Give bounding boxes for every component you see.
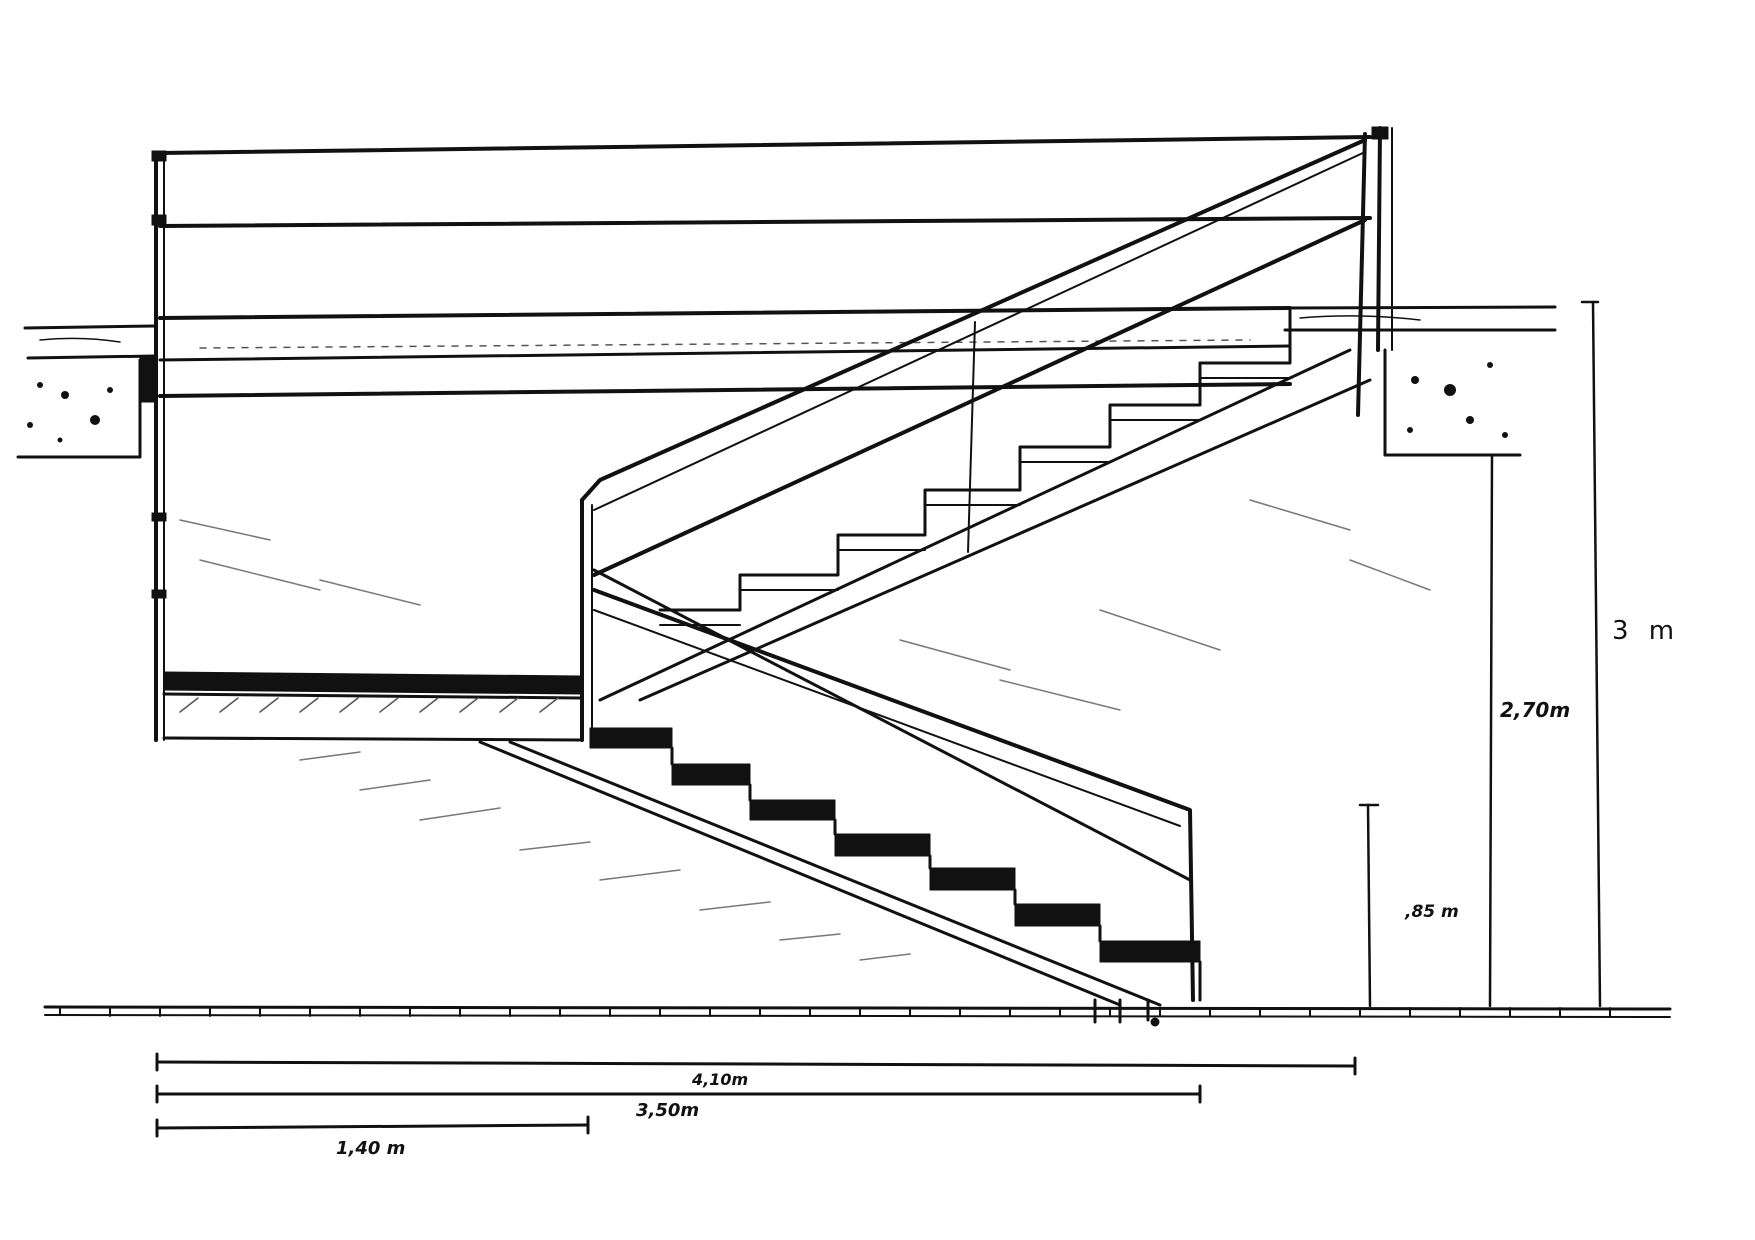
left-post	[151, 150, 167, 742]
shading-hatch	[179, 499, 1431, 961]
dimension-label-total-run: 4,10m	[692, 1070, 749, 1089]
lower-handrail	[592, 568, 1195, 1002]
vertical-dimensions	[1358, 300, 1602, 1008]
dimension-label-total-height: 3 m	[1612, 616, 1681, 646]
upper-handrail	[580, 138, 1367, 577]
upper-flight-steps	[598, 308, 1372, 702]
right-floor-slab	[1283, 305, 1557, 457]
horizontal-dimensions	[155, 1052, 1357, 1138]
dimension-label-stair-run: 3,50m	[636, 1100, 700, 1121]
dimension-label-slab-height: 2,70m	[1500, 698, 1571, 722]
left-floor-slab	[16, 324, 157, 459]
dimension-label-landing-depth: 1,40 m	[336, 1138, 406, 1159]
right-posts	[1356, 126, 1393, 417]
anchor-bolts	[1093, 998, 1160, 1027]
landing	[162, 498, 593, 742]
dimension-label-landing-height: ,85 m	[1405, 902, 1459, 922]
lower-flight-steps	[478, 727, 1202, 1007]
ground-line	[43, 1005, 1672, 1018]
upper-horizontal-rails	[158, 135, 1372, 398]
